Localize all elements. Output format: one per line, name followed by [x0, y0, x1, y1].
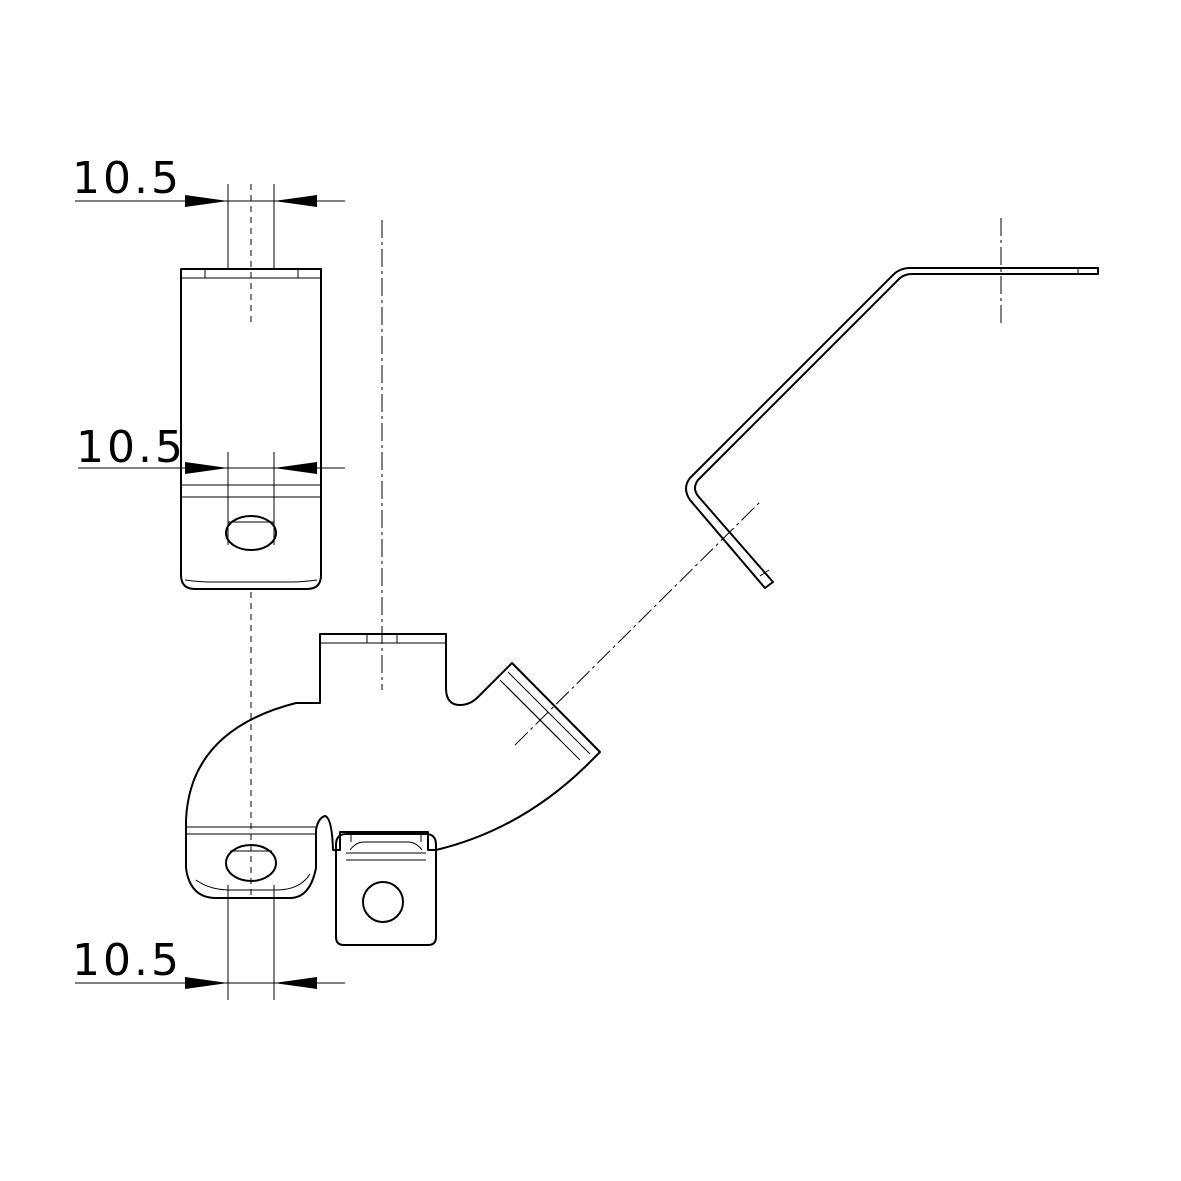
- dim-top-arrow-left: [185, 195, 228, 207]
- bracket-bottom-bend: [184, 579, 318, 583]
- bent-part-view: [185, 633, 601, 899]
- dim-bot-arrow-left: [185, 977, 228, 989]
- dimension-top: 10.5: [72, 153, 345, 268]
- square-tab-hole: [362, 881, 404, 923]
- diagonal-center-line: [514, 499, 763, 746]
- part-left-bottom-bend: [195, 873, 311, 891]
- dim-top-label: 10.5: [72, 153, 182, 204]
- dim-bot-label: 10.5: [72, 935, 182, 986]
- side-profile-tip-line: [759, 569, 770, 577]
- dim-bot-arrow-right: [274, 977, 317, 989]
- bracket-flat-outline: [180, 268, 322, 590]
- part-diagonal-bend-1: [507, 671, 591, 755]
- side-profile-view: [685, 218, 1099, 589]
- bent-part-outline: [185, 633, 601, 899]
- bracket-hole: [225, 515, 277, 551]
- square-tab-outline: [335, 833, 437, 946]
- part-diagonal-bend-3: [505, 685, 561, 741]
- dim-mid-label: 10.5: [76, 422, 186, 473]
- dimension-middle: 10.5: [76, 422, 345, 545]
- square-tab: [335, 833, 437, 946]
- dimension-bottom: 10.5: [72, 885, 345, 1000]
- dim-mid-arrow-left: [185, 462, 228, 474]
- side-profile-outer: [685, 267, 1099, 589]
- square-tab-inner-bend: [349, 841, 423, 851]
- bracket-flat-view: [180, 184, 322, 590]
- dim-mid-arrow-right: [274, 462, 317, 474]
- dim-top-arrow-right: [274, 195, 317, 207]
- part-left-hole: [225, 844, 277, 882]
